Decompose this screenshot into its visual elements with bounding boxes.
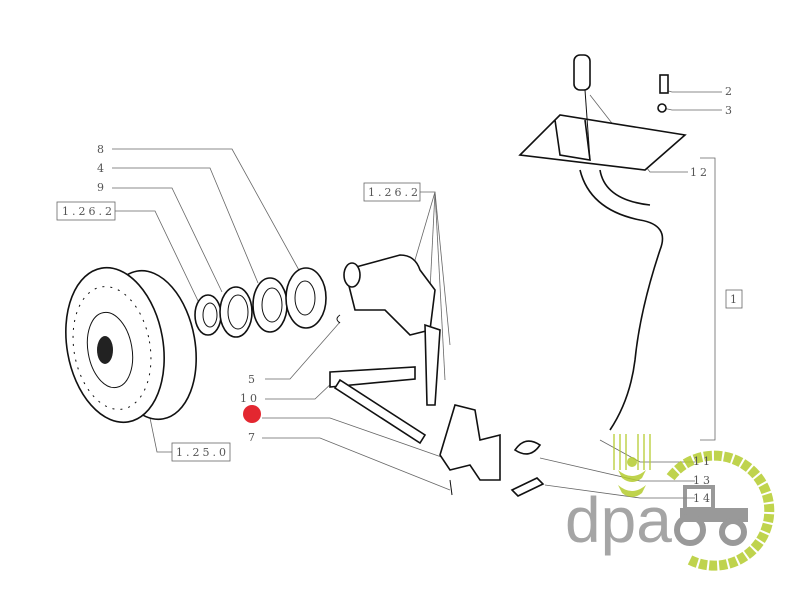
callout-9: 9	[97, 181, 107, 194]
callout-13: 13	[693, 474, 713, 487]
callout-labels-lower: 11 13 14	[693, 455, 713, 505]
callout-3: 3	[725, 104, 735, 117]
ref-box-1	[725, 289, 743, 309]
callout-2: 2	[725, 85, 735, 98]
callout-12: 12	[690, 166, 710, 179]
ref-box-mid	[363, 182, 421, 202]
logo-text: dpa	[565, 484, 672, 556]
callout-7: 7	[248, 431, 258, 444]
callout-5: 5	[248, 373, 258, 386]
callout-11: 11	[693, 455, 713, 468]
ref-box-clutch	[171, 442, 231, 462]
gear-lever-assembly	[510, 54, 687, 497]
ref-clutch: 1.25.0	[176, 446, 229, 459]
ref-mid: 1.26.2	[368, 186, 421, 199]
highlight-marker[interactable]	[243, 405, 261, 423]
ref-box-left	[56, 201, 116, 221]
dpa-logo: dpa	[565, 434, 775, 571]
bearing-rings	[194, 267, 341, 338]
ref-left: 1.26.2	[62, 205, 115, 218]
callout-4: 4	[97, 162, 107, 175]
callout-10: 10	[240, 392, 260, 405]
callout-8: 8	[97, 143, 107, 156]
clutch-assembly	[65, 266, 197, 424]
callout-1: 1	[730, 293, 740, 306]
callout-labels: 8 4 9 1.26.2 5 10 7 1.25.0 1.26.2 2 3 12…	[56, 85, 743, 462]
release-fork	[329, 254, 501, 496]
callout-14: 14	[693, 492, 713, 505]
